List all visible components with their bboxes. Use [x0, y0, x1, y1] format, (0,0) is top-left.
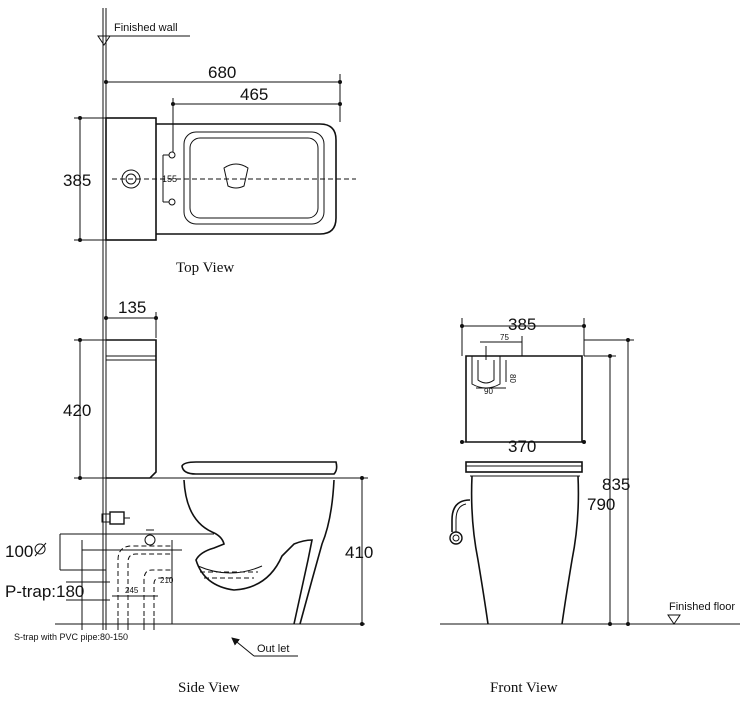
- finished-wall: Finished wall: [97, 8, 190, 630]
- front-tank-width-dim: 385: [508, 315, 536, 334]
- top-view: 680 465 385 155 Top View: [63, 63, 356, 276]
- outlet-label: Out let: [257, 643, 289, 655]
- side-tank-height-dim: 420: [63, 401, 91, 420]
- top-width-dim: 680: [208, 63, 236, 82]
- front-view: 385 75 80 90 370: [449, 315, 634, 696]
- p-trap-dim: P-trap:180: [5, 582, 84, 601]
- finished-floor-label: Finished floor: [669, 601, 735, 613]
- outlet-arrow-icon: [231, 637, 255, 657]
- s-trap-label: S-trap with PVC pipe:80-150: [14, 632, 128, 642]
- front-view-title: Front View: [490, 680, 558, 696]
- side-tank-depth-dim: 135: [118, 298, 146, 317]
- front-detail-80: 80: [508, 374, 517, 383]
- wall-level-icon: [97, 35, 111, 46]
- floor-level-icon: [667, 614, 681, 625]
- top-view-title: Top View: [176, 260, 234, 276]
- diameter-icon: [34, 542, 47, 557]
- front-seat-height-dim: 790: [587, 495, 615, 514]
- offset-245-dim: 245: [125, 586, 139, 595]
- side-view: 135 420 100 P-trap:18: [5, 298, 373, 696]
- floor-lines: Finished floor: [55, 601, 740, 625]
- top-bowl-width-dim: 465: [240, 85, 268, 104]
- front-total-height-dim: 835: [602, 475, 630, 494]
- front-bowl-width-dim: 370: [508, 437, 536, 456]
- pipe-100-dim: 100: [5, 542, 33, 561]
- finished-wall-label: Finished wall: [114, 22, 178, 34]
- offset-210-dim: 210: [160, 576, 174, 585]
- side-view-title: Side View: [178, 680, 240, 696]
- top-depth-dim: 385: [63, 171, 91, 190]
- front-detail-90: 90: [484, 387, 493, 396]
- front-detail-75: 75: [500, 333, 509, 342]
- side-bowl-height-dim: 410: [345, 543, 373, 562]
